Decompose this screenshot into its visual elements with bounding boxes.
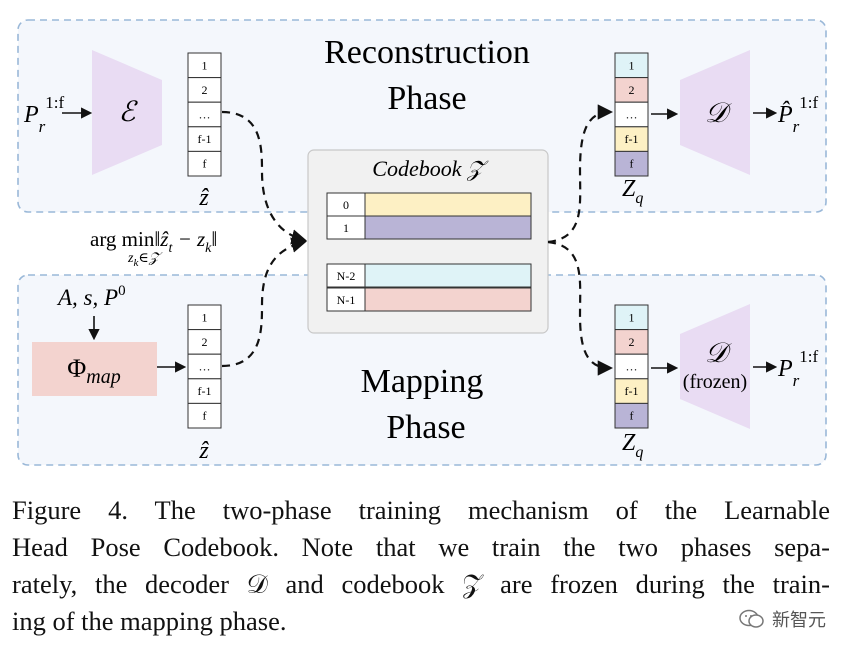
sequence-cell-label: f <box>203 157 207 171</box>
argmin-formula: arg min‖ẑt − zk‖ <box>90 227 217 256</box>
sequence-cell-label: f-1 <box>625 132 639 146</box>
codebook-index-label: N-1 <box>337 293 356 307</box>
sequence-cell-label: 2 <box>202 335 208 349</box>
z-hat-sequence-top: 1 2 … f-1 f <box>187 52 222 177</box>
codebook-index-label: 0 <box>343 198 349 212</box>
mapping-phase-title: Mapping <box>361 363 484 400</box>
caption-line: rately, the decoder 𝒟 and codebook 𝒵 are… <box>12 569 830 599</box>
codebook-to-zq-connector-top <box>547 104 614 244</box>
mapping-phase-subtitle: Phase <box>386 409 465 446</box>
sequence-cell <box>187 402 222 429</box>
training-diagram: Reconstruction Phase Mapping Phase Pr1:f… <box>17 19 827 466</box>
sequence-cell-label: … <box>199 360 211 374</box>
sequence-cell-label: … <box>626 360 638 374</box>
sequence-cell <box>187 378 222 404</box>
sequence-cell <box>187 150 222 177</box>
quantized-sequence-bottom: 1 2 … f-1 f <box>614 304 649 429</box>
sequence-cell <box>614 402 649 429</box>
sequence-cell <box>187 52 222 79</box>
reconstruction-phase-subtitle: Phase <box>387 80 466 117</box>
sequence-cell-label: f <box>630 157 634 171</box>
sequence-cell-label: … <box>199 108 211 122</box>
codebook-index-label: N-2 <box>337 269 356 283</box>
codebook-entries: 0 1N-2N-1 <box>326 192 532 312</box>
wechat-logo-icon <box>739 609 764 628</box>
z-q-label-top: Zq <box>622 176 643 207</box>
z-q-label-bottom: Zq <box>622 430 643 461</box>
sequence-cell-label: 1 <box>202 58 208 72</box>
sequence-cell <box>187 353 222 380</box>
watermark: 新智元 <box>738 606 826 632</box>
codebook-vector <box>364 263 532 288</box>
sequence-cell-label: 2 <box>629 335 635 349</box>
output-pose-label: P̂r1:f <box>777 93 819 136</box>
z-hat-to-codebook-connector-bottom <box>221 237 307 368</box>
reconstruction-phase-title: Reconstruction <box>324 34 530 71</box>
codebook-vector <box>364 287 532 312</box>
sequence-cell <box>614 77 649 103</box>
sequence-cell <box>187 329 222 355</box>
sequence-cell-label: 2 <box>202 83 208 97</box>
mapping-network-label: Φmap <box>67 354 120 388</box>
input-pose-label: Pr1:f <box>23 93 65 136</box>
caption-line: ing of the mapping phase. <box>12 606 287 636</box>
codebook-vector <box>364 192 532 217</box>
caption-line: Head Pose Codebook. Note that we train t… <box>12 532 830 562</box>
frozen-decoder-trapezoid <box>680 304 750 429</box>
sequence-cell-label: f-1 <box>198 132 212 146</box>
sequence-cell-label: 1 <box>629 58 635 72</box>
codebook-vector <box>364 215 532 240</box>
sequence-cell <box>187 101 222 128</box>
watermark-text: 新智元 <box>772 610 826 631</box>
sequence-cell-label: f-1 <box>198 384 212 398</box>
z-hat-label-bottom: ẑ <box>198 438 209 464</box>
sequence-cell <box>614 126 649 152</box>
sequence-cell-label: … <box>626 108 638 122</box>
argmin-subscript: zk∈𝒵 <box>127 251 163 269</box>
z-hat-to-codebook-connector-top <box>221 110 307 245</box>
encoder-trapezoid <box>92 50 162 175</box>
decoder-trapezoid <box>680 50 750 175</box>
sequence-cell-label: f-1 <box>625 384 639 398</box>
z-hat-label-top: ẑ <box>198 185 209 211</box>
mapping-inputs-label: A, s, P0 <box>56 283 126 310</box>
sequence-cell-label: 1 <box>629 310 635 324</box>
codebook-to-zq-connector-bottom <box>547 240 614 376</box>
mapping-network-box <box>32 342 157 396</box>
sequence-cell <box>614 101 649 128</box>
codebook-index-label: 1 <box>343 221 349 235</box>
quantized-sequence-top: 1 2 … f-1 f <box>614 52 649 177</box>
caption-line: Figure 4. The two-phase training mechani… <box>12 495 830 525</box>
sequence-cell <box>614 353 649 380</box>
mapped-pose-label: Pr1:f <box>777 347 819 390</box>
encoder-label: ℰ <box>119 97 139 128</box>
sequence-cell-label: f <box>203 409 207 423</box>
sequence-cell-label: 1 <box>202 310 208 324</box>
sequence-cell <box>614 150 649 177</box>
figure-caption: Figure 4. The two-phase training mechani… <box>12 492 830 640</box>
sequence-cell-label: 2 <box>629 83 635 97</box>
z-hat-sequence-bottom: 1 2 … f-1 f <box>187 304 222 429</box>
frozen-decoder-note: (frozen) <box>683 371 747 393</box>
sequence-cell-label: f <box>630 409 634 423</box>
codebook-title: Codebook 𝒵 <box>372 156 489 181</box>
